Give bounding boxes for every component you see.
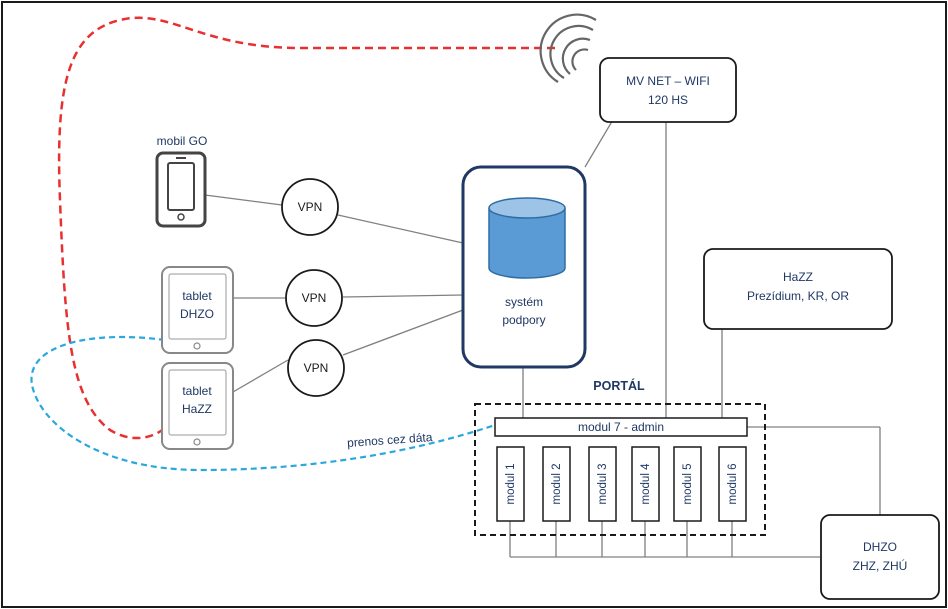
hazz-label-1: HaZZ xyxy=(783,270,813,284)
mobil-go-label: mobil GO xyxy=(157,134,208,148)
svg-text:VPN: VPN xyxy=(304,361,329,375)
link-system-mvnet xyxy=(584,117,615,168)
link-vpn2-system xyxy=(342,294,464,298)
link-vpn1-system xyxy=(337,214,464,244)
vpn-node-3: VPN xyxy=(287,339,345,397)
link-vpn3-system xyxy=(342,309,464,356)
tablet-dhzo-icon: tablet DHZO xyxy=(161,266,234,354)
svg-text:VPN: VPN xyxy=(298,200,323,214)
hazz-box: HaZZ Prezídium, KR, OR xyxy=(703,248,893,330)
module-1: modul 1 xyxy=(496,446,525,522)
portal-container xyxy=(474,403,766,536)
tablet-hazz-icon: tablet HaZZ xyxy=(161,362,234,450)
system-label-2: podpory xyxy=(502,313,545,327)
svg-text:VPN: VPN xyxy=(302,291,327,305)
tablet-dhzo-label-2: DHZO xyxy=(180,307,214,321)
dhzo-label-2: ZHZ, ZHÚ xyxy=(853,558,908,573)
tablet-hazz-label-1: tablet xyxy=(182,384,212,398)
mvnet-label-1: MV NET – WIFI xyxy=(626,74,710,88)
vpn-node-2: VPN xyxy=(285,269,343,327)
system-label-1: systém xyxy=(505,295,543,309)
module-1-label: modul 1 xyxy=(505,464,517,505)
portal-label: PORTÁL xyxy=(593,378,645,393)
dhzo-box: DHZO ZHZ, ZHÚ xyxy=(820,514,940,600)
module-5: modul 5 xyxy=(673,446,702,522)
module-5-label: modul 5 xyxy=(682,464,694,505)
module-4-label: modul 4 xyxy=(640,463,652,505)
system-podpory-box: systém podpory xyxy=(461,165,587,369)
tablet-hazz-label-2: HaZZ xyxy=(182,402,212,416)
module-4: modul 4 xyxy=(631,446,660,522)
mvnet-wifi-box: MV NET – WIFI 120 HS xyxy=(599,57,737,123)
modul7-label: modul 7 - admin xyxy=(578,420,664,434)
tablet-dhzo-label-1: tablet xyxy=(182,289,212,303)
hazz-label-2: Prezídium, KR, OR xyxy=(747,289,849,303)
vpn-node-1: VPN xyxy=(281,178,339,236)
module-6: modul 6 xyxy=(718,446,747,522)
module-3: modul 3 xyxy=(588,446,617,522)
modul7-admin-box: modul 7 - admin xyxy=(494,417,748,437)
module-6-label: modul 6 xyxy=(727,464,739,505)
link-mobil-vpn1 xyxy=(204,194,283,206)
wifi-signal-icon xyxy=(539,13,597,83)
mobile-phone-icon xyxy=(155,151,207,228)
mvnet-label-2: 120 HS xyxy=(648,93,688,107)
module-2: modul 2 xyxy=(542,446,571,522)
link-tablethazz-vpn3 xyxy=(232,359,289,393)
prenos-label: prenos cez dáta xyxy=(347,430,433,450)
connectors xyxy=(204,117,881,558)
module-2-label: modul 2 xyxy=(551,464,563,505)
database-cylinder-icon xyxy=(488,208,566,279)
red-dashed-path xyxy=(57,16,555,440)
dhzo-label-1: DHZO xyxy=(863,540,897,554)
blue-dashed-path xyxy=(30,335,496,472)
module-3-label: modul 3 xyxy=(597,464,609,505)
